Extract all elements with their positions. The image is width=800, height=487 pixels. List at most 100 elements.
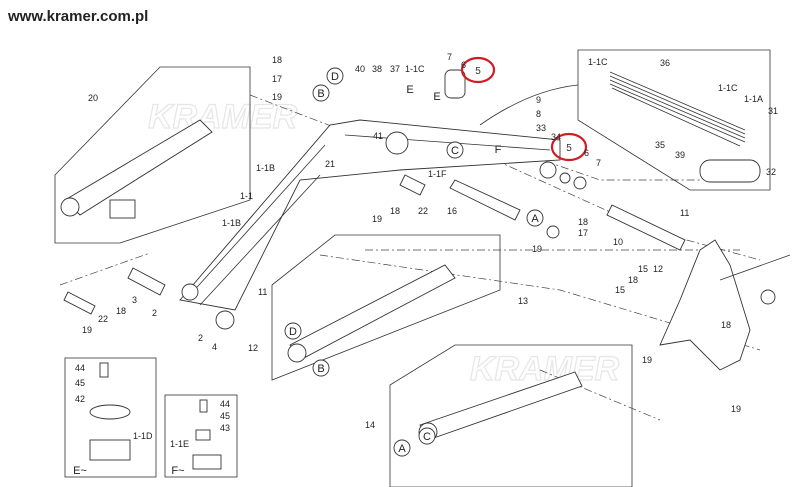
- cylinder-20: [64, 119, 213, 216]
- part-label: 11: [680, 208, 689, 218]
- arm-bracket: [659, 239, 751, 371]
- clamp-plate-42: [89, 404, 131, 420]
- ref-d: D: [289, 326, 297, 338]
- part-5-label[interactable]: 5: [566, 143, 572, 154]
- part-label: 17: [272, 74, 282, 84]
- part-label: 6: [461, 60, 466, 70]
- cylinder-eye: [60, 197, 80, 217]
- part-label: 2: [198, 333, 203, 343]
- part-label: 1-1B: [222, 218, 241, 228]
- seal-7: [573, 176, 587, 190]
- part-5-label[interactable]: 5: [475, 66, 481, 77]
- part-label: 12: [653, 264, 663, 274]
- part-label: 18: [721, 320, 731, 330]
- pin-22b: [63, 291, 96, 315]
- part-label: 1-1C: [718, 83, 738, 93]
- ref-d: D: [331, 71, 339, 83]
- pin-22: [399, 174, 426, 196]
- part-label: 14: [365, 420, 375, 430]
- part-label: 19: [532, 244, 542, 254]
- part-label: 11: [258, 287, 267, 297]
- part-label: 1-1C: [588, 57, 608, 67]
- part-label: 22: [418, 206, 428, 216]
- part-label: 1-1A: [744, 94, 763, 104]
- part-label: 1-1E: [170, 439, 189, 449]
- section-marker: E: [433, 91, 440, 103]
- ref-c: C: [451, 145, 459, 157]
- arm: [719, 254, 791, 281]
- part-label: 19: [731, 404, 741, 414]
- pin-16: [449, 179, 521, 221]
- part-label: 37: [390, 64, 400, 74]
- part-label: 12: [248, 343, 258, 353]
- arm-pin: [760, 289, 776, 305]
- valve-block: [109, 199, 136, 219]
- highlight-part-5[interactable]: [460, 56, 496, 84]
- pin-10: [606, 204, 686, 251]
- part-label: 44: [75, 363, 85, 373]
- part-labels: 18 17 19 40 38 37 1-1C 7 6 E E 9 8 33 34…: [73, 52, 778, 477]
- site-url[interactable]: www.kramer.com.pl: [8, 8, 149, 25]
- part-label: 19: [372, 214, 382, 224]
- clamp-43: [195, 429, 211, 441]
- plate-17: [546, 225, 560, 239]
- part-label: 7: [447, 52, 452, 62]
- part-label: 1-1B: [256, 163, 275, 173]
- part-label: 9: [536, 95, 541, 105]
- inset-1-1c-frame: [577, 49, 771, 191]
- part-label: 36: [660, 58, 670, 68]
- part-label: 45: [75, 378, 85, 388]
- part-label: 44: [220, 399, 230, 409]
- pin-3: [127, 267, 166, 296]
- part-label: 31: [768, 106, 778, 116]
- part-label: 33: [536, 123, 546, 133]
- part-label: 10: [613, 237, 623, 247]
- shim: [559, 172, 571, 184]
- part-label: 8: [536, 109, 541, 119]
- ref-c: C: [423, 431, 431, 443]
- watermark: KRAMER: [148, 98, 298, 136]
- ref-b: B: [317, 363, 324, 375]
- part-label: 18: [578, 217, 588, 227]
- part-label: 19: [272, 92, 282, 102]
- part-label: 3: [132, 295, 137, 305]
- ref-b: B: [317, 88, 324, 100]
- part-label: 42: [75, 394, 85, 404]
- section-view-label: F~: [171, 465, 184, 477]
- inset-f-frame: [164, 394, 238, 478]
- part-label: 18: [390, 206, 400, 216]
- part-label: 17: [578, 228, 588, 238]
- inset-14-frame: [389, 344, 633, 487]
- part-label: 19: [642, 355, 652, 365]
- part-label: 15: [638, 264, 648, 274]
- section-view-label: E~: [73, 465, 87, 477]
- part-label: 13: [518, 296, 528, 306]
- hose-bundle: [609, 71, 746, 147]
- part-label: 18: [272, 55, 282, 65]
- part-label: 32: [766, 167, 776, 177]
- part-label: 18: [116, 306, 126, 316]
- part-label: 20: [88, 93, 98, 103]
- bushing-6b: [539, 161, 557, 179]
- ref-a: A: [531, 213, 539, 225]
- part-label: 43: [220, 423, 230, 433]
- inset-13-frame: [271, 234, 501, 381]
- part-label: 15: [615, 285, 625, 295]
- highlight-part-5[interactable]: [550, 132, 588, 162]
- boom-pin-hole: [215, 310, 235, 330]
- part-label: 2: [152, 308, 157, 318]
- part-label: 19: [82, 325, 92, 335]
- part-label: 1-1D: [133, 431, 153, 441]
- bracket-1-1e: [192, 454, 222, 470]
- part-label: 6: [584, 148, 589, 158]
- bushing-6: [444, 69, 466, 99]
- section-marker: F: [495, 144, 502, 156]
- ref-a: A: [398, 443, 406, 455]
- bolt-44b: [199, 399, 208, 413]
- part-label: 35: [655, 140, 665, 150]
- part-label: 16: [447, 206, 457, 216]
- part-label: 18: [628, 275, 638, 285]
- part-label: 1-1F: [428, 169, 447, 179]
- section-marker: E: [406, 84, 413, 96]
